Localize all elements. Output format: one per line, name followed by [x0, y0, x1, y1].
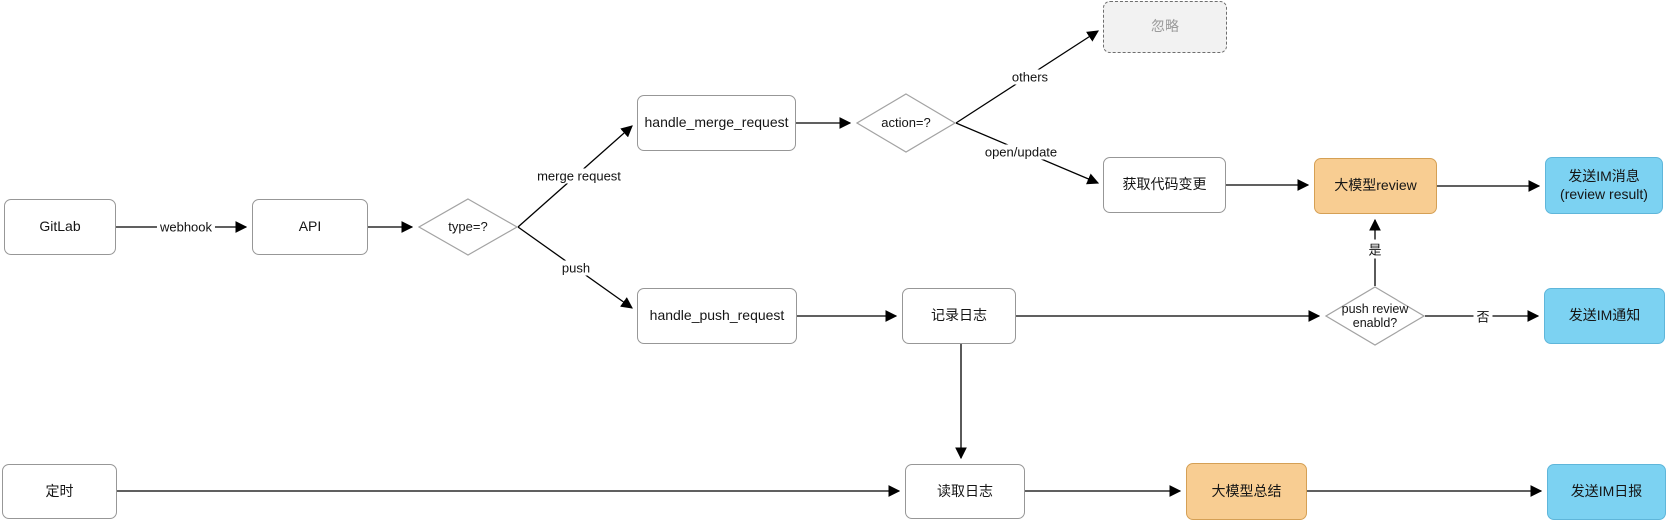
edge-label-open-update: open/update [981, 144, 1061, 160]
node-send-im-message-line2: (review result) [1560, 185, 1648, 202]
node-action-decision-label: action=? [881, 114, 931, 130]
diamond-shape [1325, 286, 1425, 346]
node-timer-label: 定时 [45, 482, 74, 499]
node-action-decision: action=? [856, 93, 956, 153]
node-log-read-label: 读取日志 [937, 482, 993, 499]
node-push-review-decision: push review enabld? [1325, 286, 1425, 346]
node-send-im-notify-label: 发送IM通知 [1568, 307, 1641, 324]
node-log-record: 记录日志 [902, 288, 1016, 344]
edge-label-no: 否 [1473, 306, 1493, 326]
node-log-read: 读取日志 [905, 464, 1025, 519]
node-llm-review-label: 大模型review [1334, 177, 1417, 194]
node-send-im-daily: 发送IM日报 [1547, 464, 1666, 520]
node-ignore-label: 忽略 [1151, 18, 1179, 35]
edge-label-webhook: webhook [156, 219, 216, 235]
node-type-decision-label: type=? [448, 218, 488, 234]
node-log-record-label: 记录日志 [931, 307, 987, 324]
edge-label-push: push [558, 260, 594, 276]
diamond-shape [418, 198, 518, 256]
node-handle-merge-request: handle_merge_request [637, 95, 796, 151]
node-gitlab-label: GitLab [39, 218, 81, 235]
edge-label-yes: 是 [1365, 239, 1385, 259]
node-send-im-notify: 发送IM通知 [1544, 288, 1665, 344]
node-handle-push-request: handle_push_request [637, 288, 797, 344]
node-timer: 定时 [2, 464, 117, 519]
node-llm-summary-label: 大模型总结 [1211, 482, 1282, 499]
node-handle-push-request-label: handle_push_request [649, 307, 785, 324]
diamond-shape [856, 93, 956, 153]
node-push-review-decision-label: push review enabld? [1325, 286, 1425, 346]
node-send-im-message: 发送IM消息 (review result) [1545, 157, 1663, 214]
node-gitlab: GitLab [4, 199, 116, 255]
push-review-line1: push review [1341, 301, 1409, 316]
node-get-code-changes: 获取代码变更 [1103, 157, 1226, 213]
push-review-line2: enabld? [1352, 316, 1398, 330]
node-llm-summary: 大模型总结 [1186, 463, 1307, 520]
node-get-code-changes-label: 获取代码变更 [1122, 176, 1207, 193]
edge-label-merge-request: merge request [534, 168, 624, 184]
node-type-decision: type=? [418, 198, 518, 256]
node-ignore: 忽略 [1103, 1, 1227, 53]
node-handle-merge-request-label: handle_merge_request [644, 114, 789, 131]
node-send-im-daily-label: 发送IM日报 [1570, 483, 1643, 500]
edge-label-others: others [1008, 69, 1052, 85]
node-send-im-message-line1: 发送IM消息 [1568, 168, 1640, 184]
node-api: API [252, 199, 368, 255]
node-llm-review: 大模型review [1314, 158, 1437, 214]
node-api-label: API [298, 218, 322, 235]
